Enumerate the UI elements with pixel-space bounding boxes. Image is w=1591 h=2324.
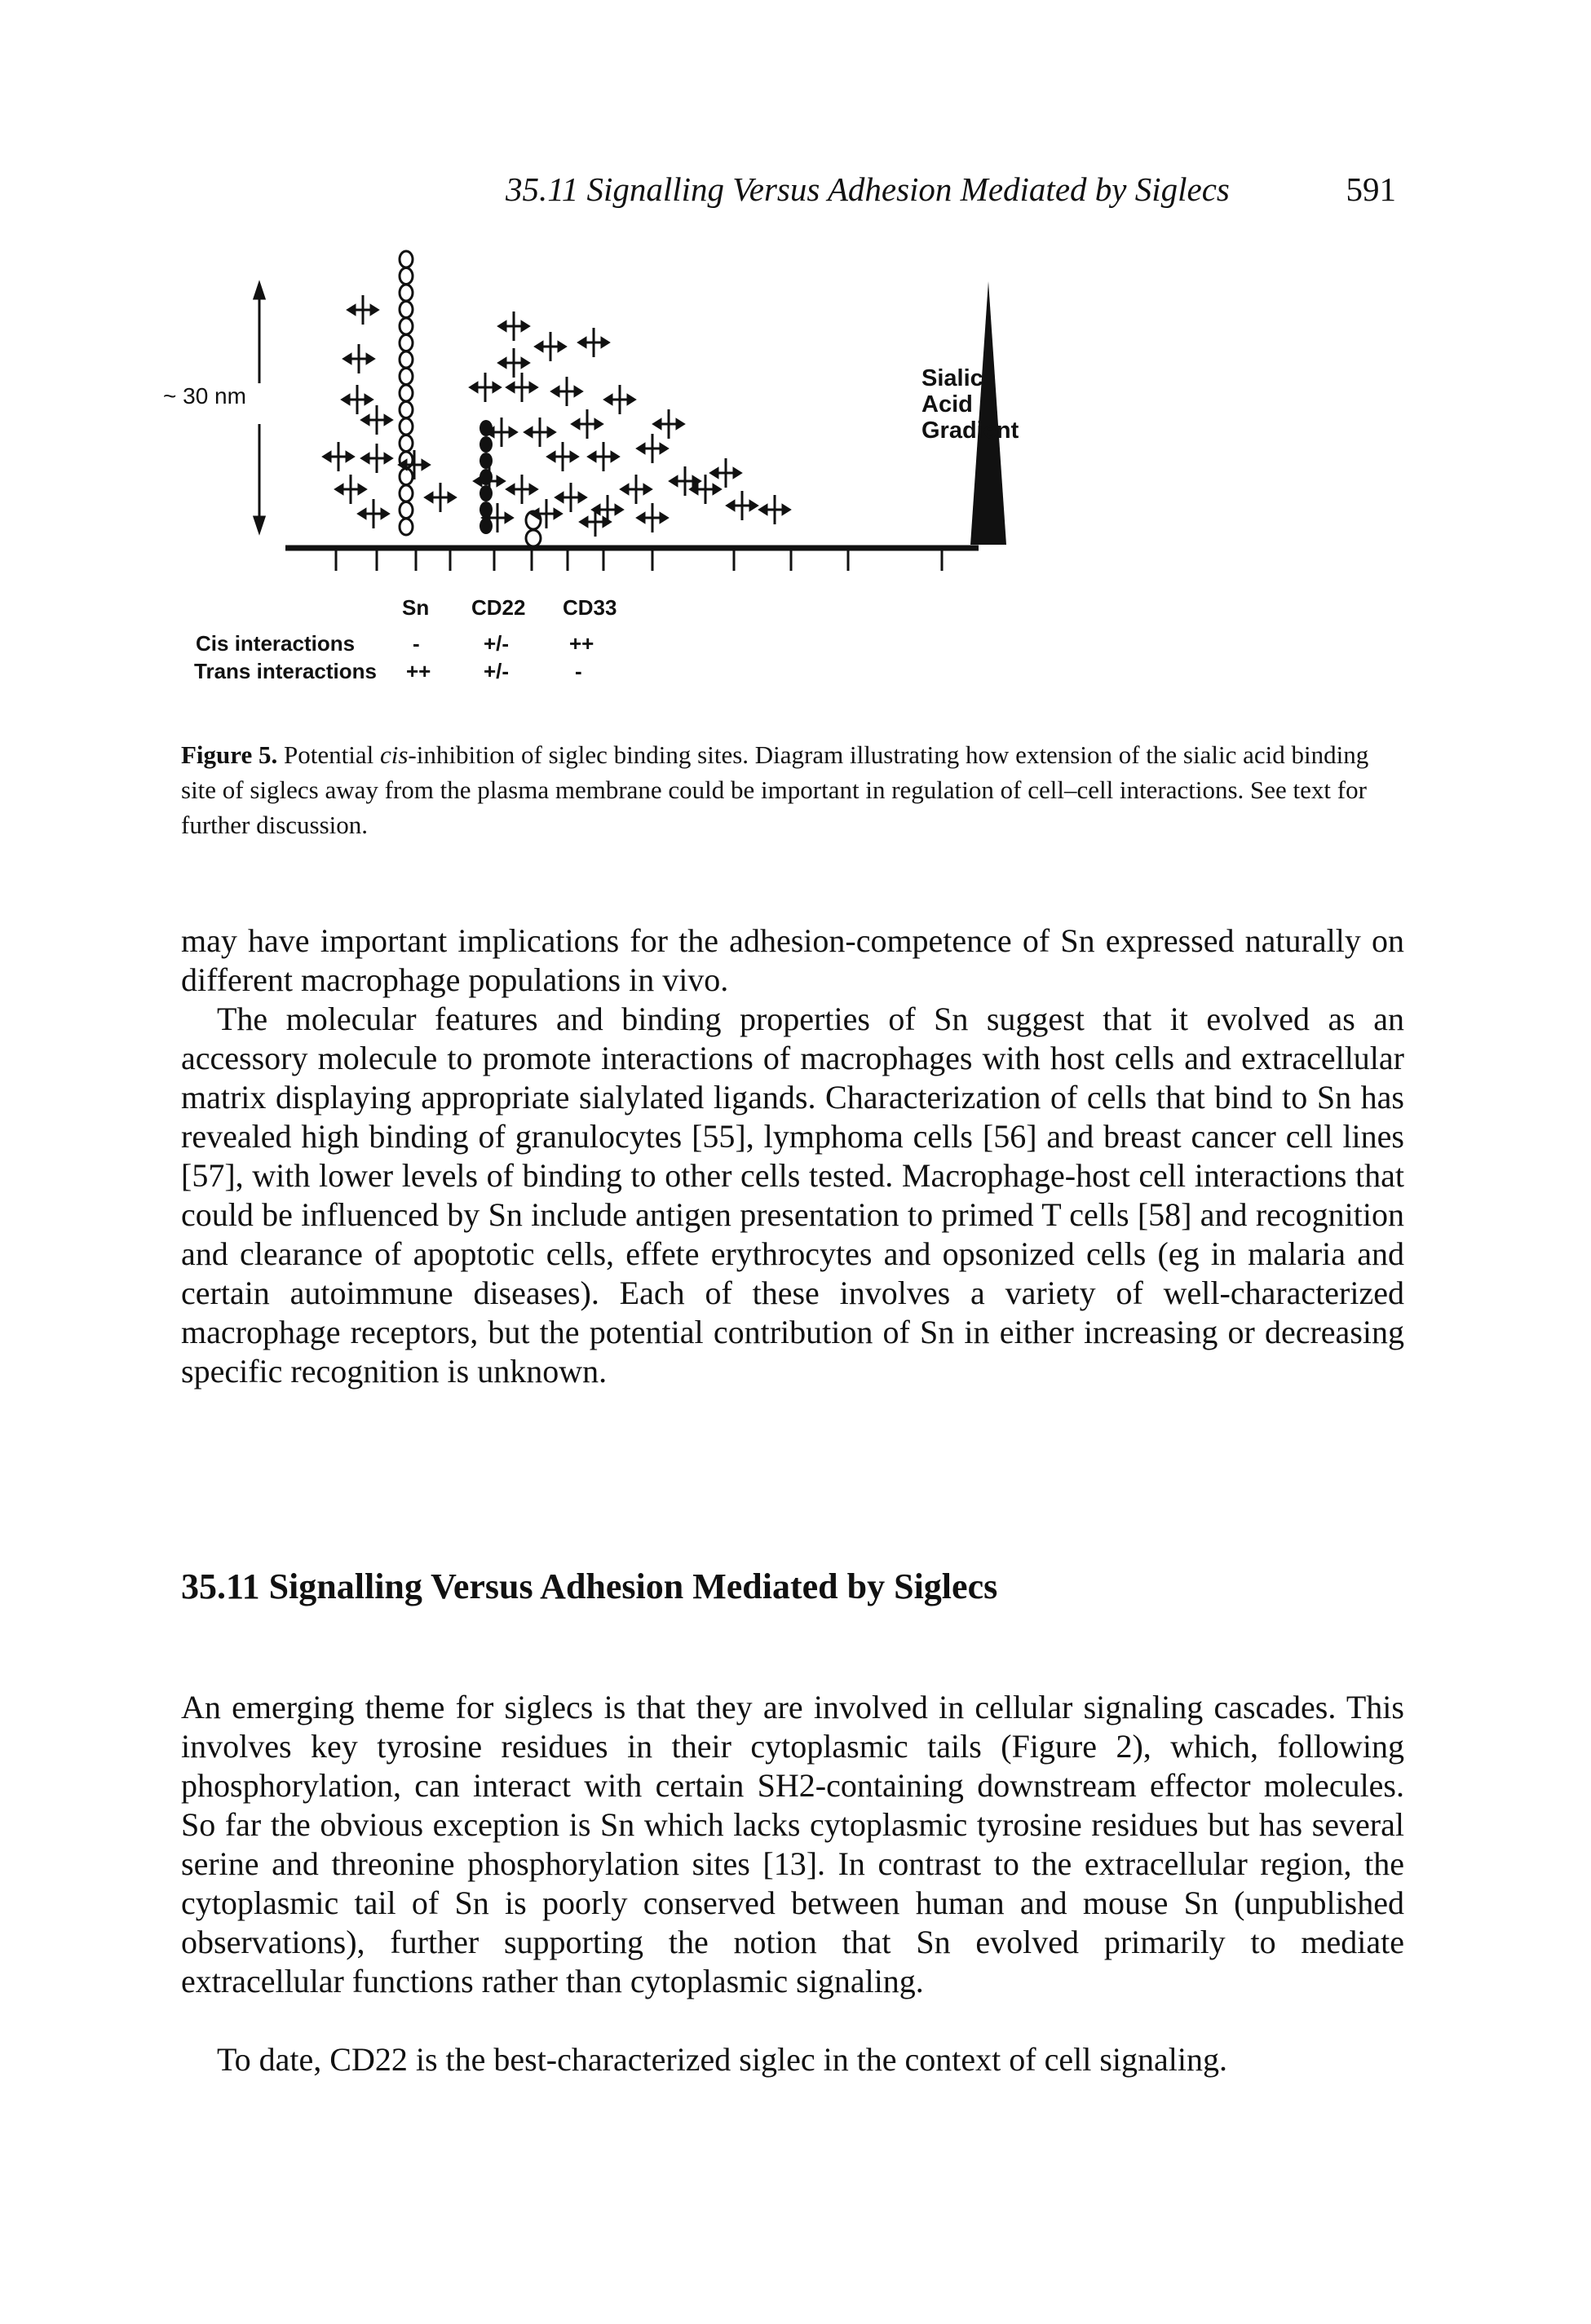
glycan-motif [635,503,670,532]
gradient-label-line3: Gradient [921,418,1019,444]
cd33-molecule [524,510,542,548]
cis-value-sn: - [413,631,420,656]
glycan-motif [468,373,502,402]
glycan-motif [652,409,686,439]
cis-row-label: Cis interactions [196,631,355,656]
glycan-motif [550,377,584,406]
cis-value-cd33: ++ [569,631,594,656]
trans-value-sn: ++ [406,659,431,683]
glycan-motif [688,475,723,504]
glycan-motif [346,295,380,325]
scale-bar [252,280,267,536]
glycan-motif [725,491,759,520]
gradient-label-line1: Sialic [921,365,983,391]
caption-label: Figure 5. [181,740,278,769]
column-sn: Sn [402,595,430,620]
glycan-motif [356,499,391,528]
glycocalyx [321,295,792,537]
column-cd22: CD22 [471,595,526,620]
sialic-acid-gradient-triangle [970,281,1006,545]
glycan-motif [546,442,580,471]
siglec-diagram [252,250,1006,571]
glycan-motif [497,348,531,378]
column-cd33: CD33 [563,595,617,620]
glycan-motif [668,466,702,496]
glycan-motif [423,483,457,512]
caption-text-b: -inhibition of siglec binding sites. Dia… [181,740,1369,839]
scale-label: ~ 30 nm [163,383,246,409]
glycan-motif [603,385,637,414]
caption-text-a: Potential [277,740,380,769]
glycan-motif [578,507,612,537]
cis-italic: Cis [196,631,229,656]
paragraph-4: To date, CD22 is the best-characterized … [217,2041,1228,2078]
gradient-label-line2: Acid [921,391,973,418]
glycan-motif [340,385,374,414]
trans-value-cd33: - [575,659,582,683]
trans-row-label: Trans interactions [194,659,377,684]
running-header: 35.11 Signalling Versus Adhesion Mediate… [506,170,1396,219]
glycan-motif [529,499,563,528]
glycan-motif [342,344,376,373]
paragraph-2: The molecular features and binding prope… [181,1001,1404,1390]
glycan-motif [397,450,431,479]
section-heading: 35.11 Signalling Versus Adhesion Mediate… [181,1566,998,1606]
cis-rest: interactions [228,631,356,656]
glycan-motif [709,458,743,488]
glycan-motif [570,409,604,439]
trans-italic: Trans [194,659,251,683]
glycan-motif [577,328,611,357]
cd22-molecule [480,420,493,534]
paragraph-1: may have important implications for the … [181,922,1404,998]
trans-rest: interactions [250,659,377,683]
glycan-motif [360,444,394,473]
glycan-motif [505,373,539,402]
trans-value-cd22: +/- [484,659,510,683]
glycan-motif [619,475,653,504]
membrane-stalks [334,548,944,571]
glycan-motif [497,311,531,341]
glycan-motif [586,442,621,471]
sn-molecule [398,250,414,537]
caption-italic: cis [379,740,409,769]
glycan-motif [334,475,368,504]
glycan-motif [523,418,557,447]
running-title: 35.11 Signalling Versus Adhesion Mediate… [506,170,1230,208]
glycan-motif [360,405,394,435]
glycan-motif [533,332,568,361]
paragraph-3: An emerging theme for siglecs is that th… [181,1689,1404,1999]
page-number: 591 [1346,170,1397,208]
figure-caption: Figure 5. Potential cis-inhibition of si… [181,737,1404,842]
glycan-motif [758,495,792,524]
glycan-motif [321,442,356,471]
glycan-motif [554,483,588,512]
glycan-motif [505,475,539,504]
figure-5: ~ 30 nm Sialic Acid Gradient Sn CD22 CD3… [163,245,1060,742]
cis-value-cd22: +/- [484,631,510,656]
glycan-motif [635,434,670,463]
